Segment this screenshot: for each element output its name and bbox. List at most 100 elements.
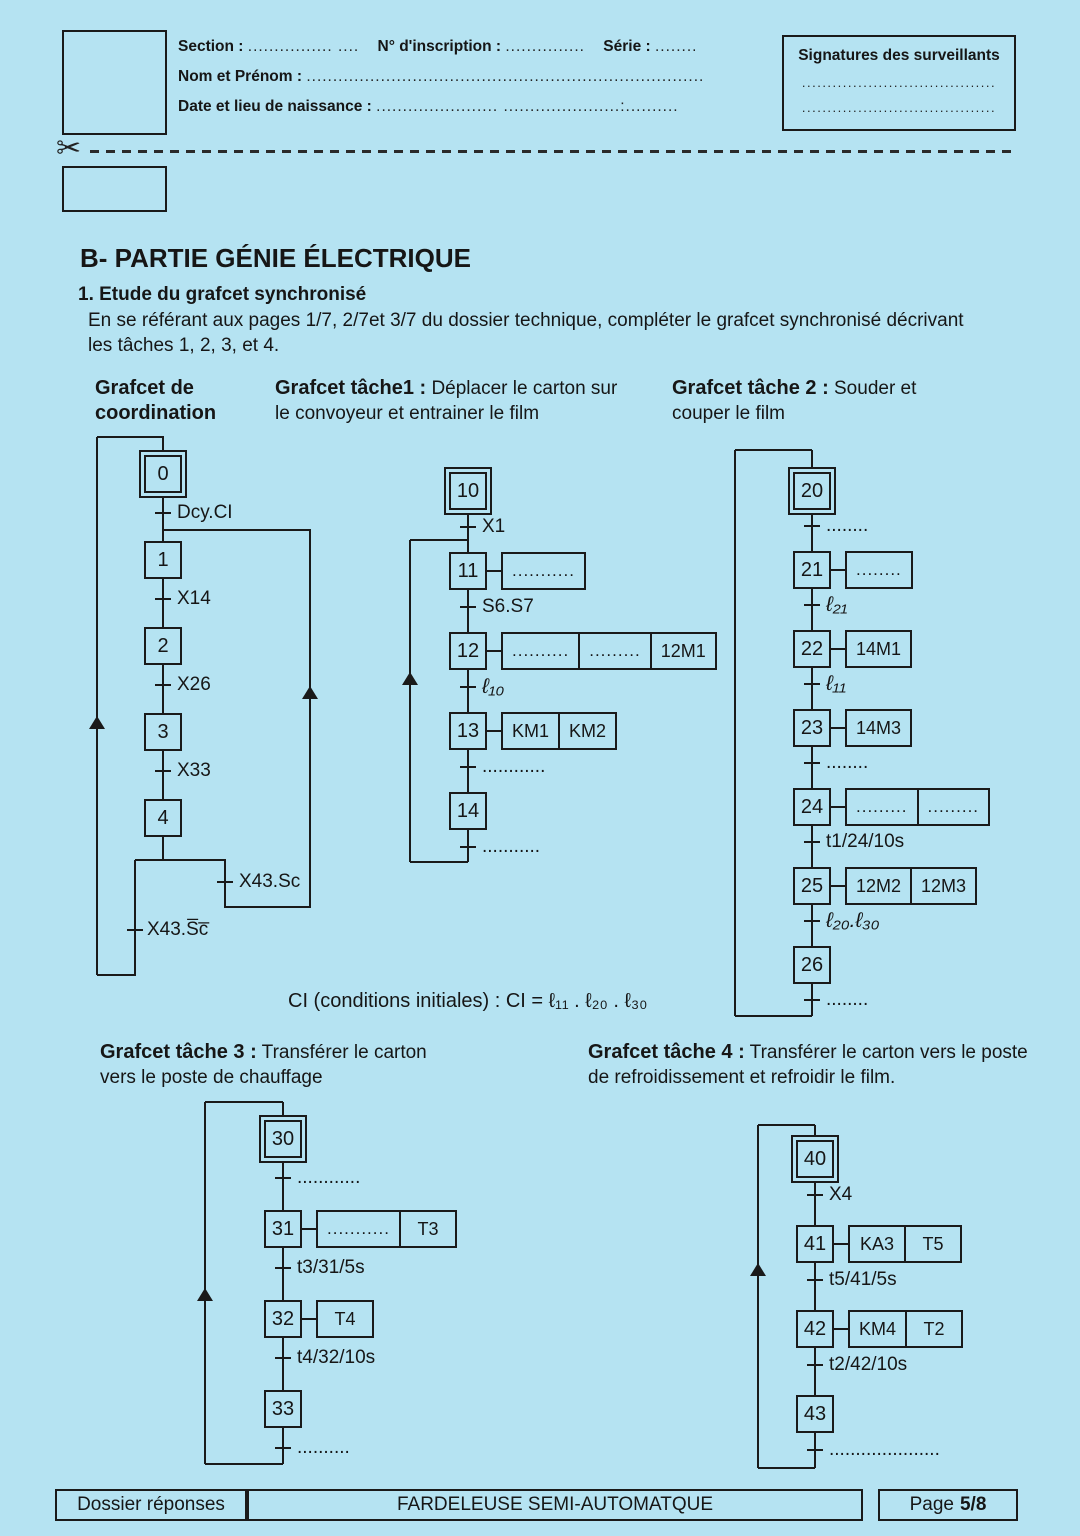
step-box-26: 26 xyxy=(793,946,831,984)
transition-label: t5/41/5s xyxy=(829,1269,897,1290)
birth-label: Date et lieu de naissance : xyxy=(178,98,372,115)
coordination-heading: Grafcet de coordination xyxy=(95,376,235,426)
action-placeholder: ......... xyxy=(916,788,991,826)
transition-label: X14 xyxy=(177,588,211,609)
step-box-41: 41 xyxy=(796,1225,834,1263)
task4-heading: Grafcet tâche 4 : Transférer le carton v… xyxy=(588,1040,1043,1090)
initial-step-box-30: 30 xyxy=(259,1115,307,1163)
transition-label: ℓ₂₁ xyxy=(826,593,848,616)
step-box-33: 33 xyxy=(264,1390,302,1428)
candidate-info-line1: Section : ................ .... N° d'ins… xyxy=(178,38,718,56)
grafcet-line xyxy=(309,530,311,907)
step-box-12: 12 xyxy=(449,632,487,670)
up-arrow-icon xyxy=(750,1263,766,1276)
transition-tick xyxy=(155,684,171,686)
transition-label: ℓ₂₀.ℓ₃₀ xyxy=(826,909,880,932)
action-placeholder: ........ xyxy=(845,551,913,589)
serie-fill: ........ xyxy=(655,38,698,55)
step-number: 20 xyxy=(793,472,831,510)
scissors-icon: ✂ xyxy=(56,132,82,165)
candidate-info-line3: Date et lieu de naissance : ............… xyxy=(178,98,718,116)
transition-label: t1/24/10s xyxy=(826,831,905,852)
grafcet-spine xyxy=(467,480,469,862)
task2-heading-rest: Souder et couper le film xyxy=(672,378,917,424)
signature-line: ...................................... xyxy=(801,75,997,90)
grafcet-line xyxy=(163,529,311,531)
step-box-3: 3 xyxy=(144,713,182,751)
task4-heading-rest: Transférer le carton vers le poste de re… xyxy=(588,1042,1028,1088)
transition-tick xyxy=(807,1194,823,1196)
step-box-14: 14 xyxy=(449,792,487,830)
action-label: T5 xyxy=(904,1225,962,1263)
page-label: Page xyxy=(909,1494,954,1515)
ci-definition: CI (conditions initiales) : CI = ℓ₁₁ . ℓ… xyxy=(288,990,648,1012)
grafcet-line xyxy=(834,1243,848,1245)
transition-label: X43.Sc xyxy=(239,871,301,892)
grafcet-line xyxy=(302,1318,316,1320)
transition-label: X43.S̅c̅ xyxy=(147,919,209,940)
step-number: 0 xyxy=(144,455,182,493)
action-label: T3 xyxy=(398,1210,457,1248)
up-arrow-icon xyxy=(402,672,418,685)
section-subtitle: 1. Etude du grafcet synchronisé xyxy=(78,284,367,305)
grafcet-line xyxy=(97,974,136,976)
grafcet-spine xyxy=(282,1102,284,1464)
signatures-title: Signatures des surveillants xyxy=(798,47,1000,64)
transition-label: ℓ₁₁ xyxy=(826,672,847,695)
transition-tick xyxy=(275,1357,291,1359)
grafcet-line xyxy=(831,885,845,887)
candidate-info-line2: Nom et Prénom : ........................… xyxy=(178,68,718,86)
action-label: KM2 xyxy=(558,712,618,750)
action-row-step-12: ...................12M1 xyxy=(501,632,717,670)
action-label: T4 xyxy=(316,1300,374,1338)
grafcet-line xyxy=(831,569,845,571)
transition-tick xyxy=(275,1177,291,1179)
action-label: 12M3 xyxy=(910,867,978,905)
initial-step-box-40: 40 xyxy=(791,1135,839,1183)
transition-tick xyxy=(275,1447,291,1449)
initial-step-box-0: 0 xyxy=(139,450,187,498)
initial-step-box-20: 20 xyxy=(788,467,836,515)
action-label: 12M2 xyxy=(845,867,913,905)
cut-line xyxy=(90,150,1014,153)
action-row-step-23: 14M3 xyxy=(845,709,913,747)
grafcet-line xyxy=(735,449,812,451)
grafcet-line xyxy=(735,1015,812,1017)
transition-tick xyxy=(807,1364,823,1366)
transition-tick xyxy=(804,841,820,843)
action-placeholder: ......... xyxy=(578,632,652,670)
action-row-step-32: T4 xyxy=(316,1300,374,1338)
step-box-2: 2 xyxy=(144,627,182,665)
action-label: T2 xyxy=(905,1310,964,1348)
task3-heading-bold: Grafcet tâche 3 : xyxy=(100,1041,257,1063)
task2-heading-bold: Grafcet tâche 2 : xyxy=(672,377,829,399)
action-label: 12M1 xyxy=(649,632,717,670)
inscription-label: N° d'inscription : xyxy=(377,38,502,55)
transition-label: .......... xyxy=(297,1437,350,1458)
step-box-23: 23 xyxy=(793,709,831,747)
footer-title-box: FARDELEUSE SEMI-AUTOMATQUE xyxy=(247,1489,863,1521)
step-box-25: 25 xyxy=(793,867,831,905)
transition-tick xyxy=(155,770,171,772)
transition-tick xyxy=(804,525,820,527)
step-box-1: 1 xyxy=(144,541,182,579)
grafcet-line xyxy=(410,861,468,863)
up-arrow-icon xyxy=(302,686,318,699)
transition-tick xyxy=(804,762,820,764)
step-box-21: 21 xyxy=(793,551,831,589)
signature-line: ...................................... xyxy=(801,100,997,115)
action-row-step-22: 14M1 xyxy=(845,630,913,668)
grafcet-line xyxy=(758,1124,815,1126)
transition-tick xyxy=(804,604,820,606)
step-box-32: 32 xyxy=(264,1300,302,1338)
serie-label: Série : xyxy=(603,38,651,55)
transition-tick xyxy=(804,920,820,922)
return-line xyxy=(204,1102,206,1464)
action-placeholder: ........... xyxy=(501,552,586,590)
action-placeholder: .......... xyxy=(501,632,581,670)
transition-label: S6.S7 xyxy=(482,596,534,617)
grafcet-line xyxy=(225,906,311,908)
grafcet-line xyxy=(834,1328,848,1330)
transition-label: X26 xyxy=(177,674,211,695)
grafcet-line xyxy=(487,570,501,572)
